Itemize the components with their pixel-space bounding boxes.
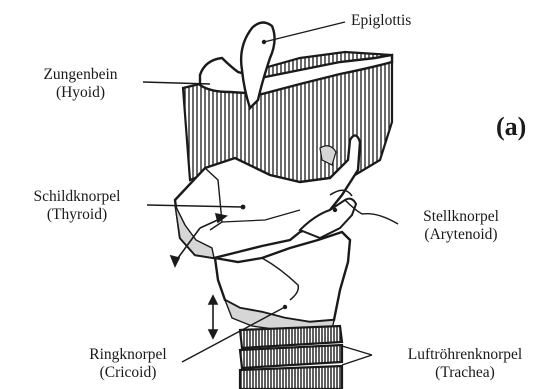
label-cricoid: Ringknorpel (Cricoid) — [72, 346, 184, 382]
panel-letter: (a) — [496, 112, 526, 142]
trachea-rings — [240, 326, 342, 389]
label-hyoid: Zungenbein (Hyoid) — [18, 66, 143, 102]
label-trachea: Luftröhrenknorpel (Trachea) — [375, 346, 555, 382]
label-epiglottis: Epiglottis — [351, 12, 411, 30]
label-arytenoid: Stellknorpel (Arytenoid) — [399, 208, 523, 244]
label-thyroid: Schildknorpel (Thyroid) — [8, 188, 146, 224]
movement-arrow-cricoid — [209, 296, 217, 338]
